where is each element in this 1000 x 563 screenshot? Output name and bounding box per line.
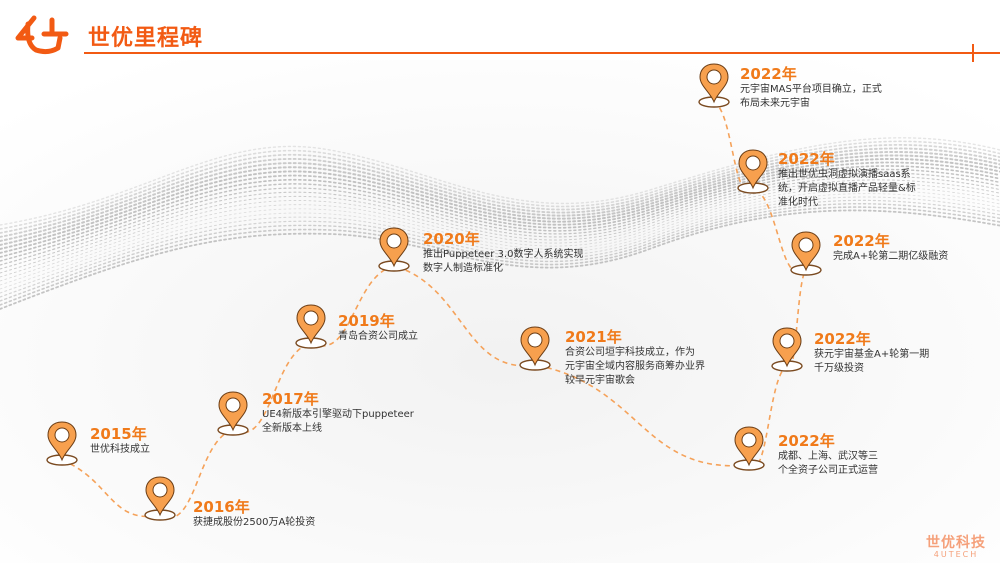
location-pin-icon (143, 475, 177, 521)
milestone-year: 2020年 (423, 230, 480, 248)
milestone-year: 2015年 (90, 425, 147, 443)
wave-line (0, 165, 1000, 258)
location-pin-icon (294, 303, 328, 349)
milestone-description: 推出Puppeteer 3.0数字人系统实现 (423, 249, 584, 260)
wave-line (0, 196, 1000, 294)
company-logo (14, 14, 70, 56)
title-tick-mark (972, 44, 974, 62)
milestone-year: 2022年 (833, 232, 890, 250)
location-pin-icon (216, 390, 250, 436)
milestone-description: 个全资子公司正式运营 (778, 465, 878, 476)
milestone-item: 2022年推出世优虫洞虚拟演播saas系统，开启虚拟直播产品轻量&标准化时代 (778, 150, 916, 210)
wave-line (0, 209, 1000, 310)
milestone-description: UE4新版本引擎驱动下puppeteer (262, 409, 414, 420)
milestone-year: 2019年 (338, 312, 395, 330)
milestone-item: 2021年合资公司垣宇科技成立，作为元宇宙全域内容服务商筹办业界较早元宇宙歌会 (565, 328, 705, 388)
wave-line (0, 140, 1000, 230)
milestone-year: 2022年 (814, 330, 871, 348)
location-pin-icon (377, 226, 411, 272)
milestone-description: 合资公司垣宇科技成立，作为 (565, 347, 695, 358)
milestone-description: 世优科技成立 (90, 444, 150, 455)
location-pin-icon (697, 62, 731, 108)
wave-line (0, 158, 1000, 250)
milestone-description: 获元宇宙基金A+轮第一期 (814, 349, 930, 360)
wave-line (0, 150, 1000, 242)
milestone-description: 元宇宙MAS平台项目确立，正式 (740, 84, 882, 95)
milestone-description: 千万级投资 (814, 363, 864, 374)
wave-line (0, 175, 1000, 270)
milestone-description: 获捷成股份2500万A轮投资 (193, 517, 316, 528)
milestone-year: 2016年 (193, 498, 250, 516)
wave-line (0, 147, 1000, 238)
wave-line (0, 203, 1000, 302)
milestone-description: 较早元宇宙歌会 (565, 375, 635, 386)
milestone-item: 2016年获捷成股份2500万A轮投资 (193, 498, 315, 530)
milestone-year: 2021年 (565, 328, 622, 346)
milestone-description: 成都、上海、武汉等三 (778, 451, 878, 462)
location-pin-icon (732, 425, 766, 471)
location-pin-icon (789, 230, 823, 276)
milestone-description: 数字人制造标准化 (423, 263, 503, 274)
brand-name-cn: 世优科技 (926, 535, 986, 551)
title-underline (84, 52, 1000, 54)
milestone-description: 统，开启虚拟直播产品轻量&标 (778, 183, 916, 194)
brand-name-en: 4UTECH (933, 550, 979, 559)
location-pin-icon (518, 325, 552, 371)
milestone-item: 2020年推出Puppeteer 3.0数字人系统实现数字人制造标准化 (423, 230, 583, 276)
milestone-description: 推出世优虫洞虚拟演播saas系 (778, 169, 911, 180)
milestone-year: 2022年 (778, 432, 835, 450)
wave-line (0, 206, 1000, 306)
milestone-description: 全新版本上线 (262, 423, 322, 434)
wave-line (0, 179, 1000, 274)
wave-line (0, 161, 1000, 254)
milestone-description: 准化时代 (778, 197, 818, 208)
wave-line (0, 199, 1000, 298)
brand-watermark: 世优科技 4UTECH (926, 532, 986, 559)
milestone-description: 元宇宙全域内容服务商筹办业界 (565, 361, 705, 372)
wave-line (0, 137, 1000, 226)
wave-line (0, 182, 1000, 278)
location-pin-icon (736, 148, 770, 194)
milestone-item: 2022年成都、上海、武汉等三个全资子公司正式运营 (778, 432, 878, 478)
location-pin-icon (770, 326, 804, 372)
wave-line (0, 189, 1000, 286)
wave-line (0, 144, 1000, 234)
milestone-item: 2022年元宇宙MAS平台项目确立，正式布局未来元宇宙 (740, 65, 882, 111)
milestone-description: 布局未来元宇宙 (740, 98, 810, 109)
milestone-item: 2022年完成A+轮第二期亿级融资 (833, 232, 948, 264)
milestone-year: 2022年 (740, 65, 797, 83)
milestone-item: 2019年青岛合资公司成立 (338, 312, 418, 344)
page-title: 世优里程碑 (88, 26, 204, 51)
wave-line (0, 154, 1000, 246)
milestone-item: 2015年世优科技成立 (90, 425, 150, 457)
location-pin-icon (45, 420, 79, 466)
milestone-year: 2017年 (262, 390, 319, 408)
wave-line (0, 193, 1000, 290)
milestone-item: 2022年获元宇宙基金A+轮第一期千万级投资 (814, 330, 929, 376)
wave-line (0, 186, 1000, 282)
milestone-description: 青岛合资公司成立 (338, 331, 418, 342)
wave-line (0, 172, 1000, 266)
milestone-year: 2022年 (778, 150, 835, 168)
milestone-description: 完成A+轮第二期亿级融资 (833, 251, 949, 262)
wave-line (0, 168, 1000, 262)
